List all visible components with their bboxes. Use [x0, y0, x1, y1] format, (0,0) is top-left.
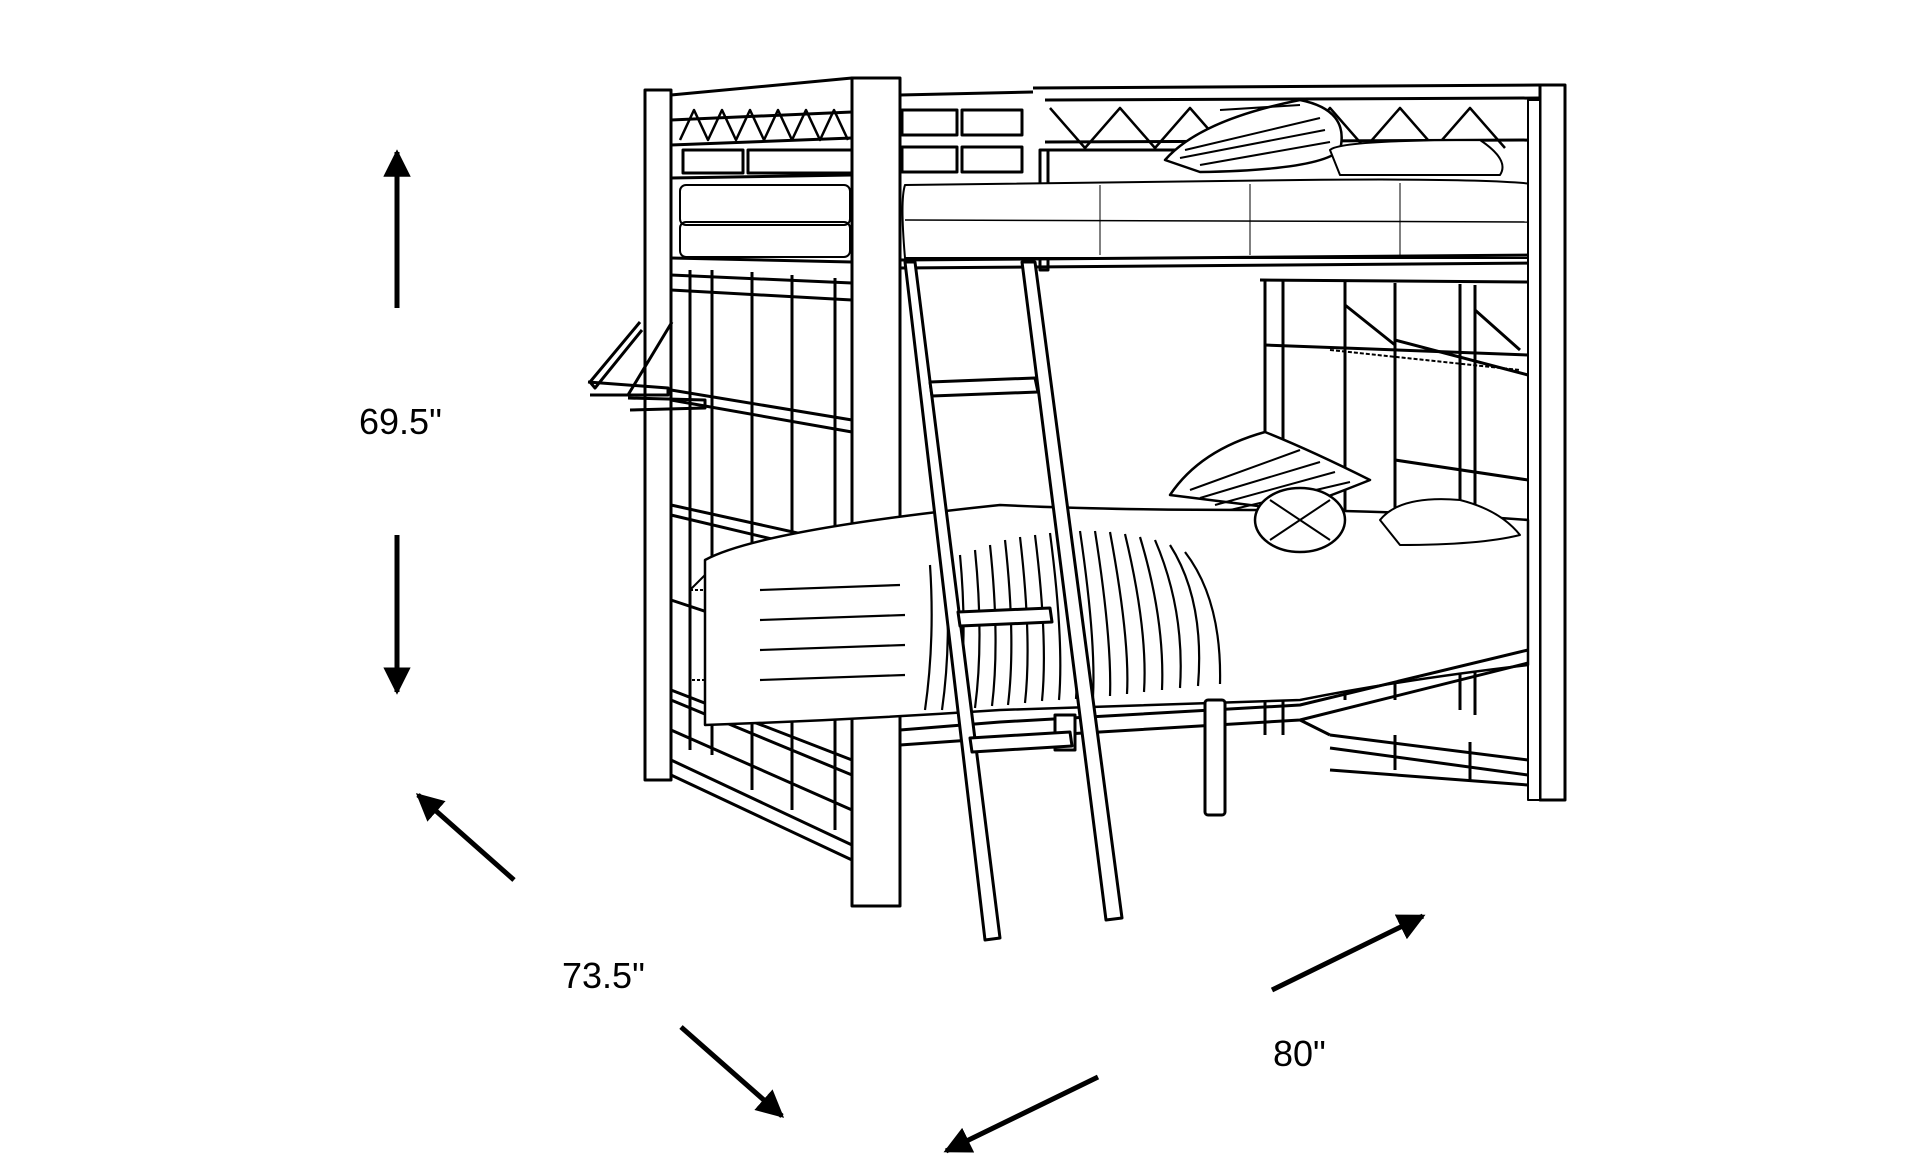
width-dimension-label: 80" [1273, 1033, 1326, 1074]
bunk-bed-drawing [587, 76, 1567, 942]
right-post [1538, 83, 1567, 802]
depth-dimension-label: 73.5" [562, 955, 645, 996]
width-dimension-arrows [943, 913, 1426, 1154]
depth-dimension-arrows [415, 793, 785, 1118]
height-dimension-label: 69.5" [359, 401, 442, 442]
middle-leg [1203, 698, 1227, 817]
left-back-post [643, 88, 673, 782]
width-arrow-down-left-icon [943, 1074, 1100, 1154]
depth-arrow-up-left-icon [415, 793, 516, 882]
width-arrow-up-right-icon [1270, 913, 1426, 993]
ladder [903, 260, 1124, 942]
depth-arrow-down-right-icon [679, 1025, 785, 1118]
front-left-post [850, 76, 902, 908]
